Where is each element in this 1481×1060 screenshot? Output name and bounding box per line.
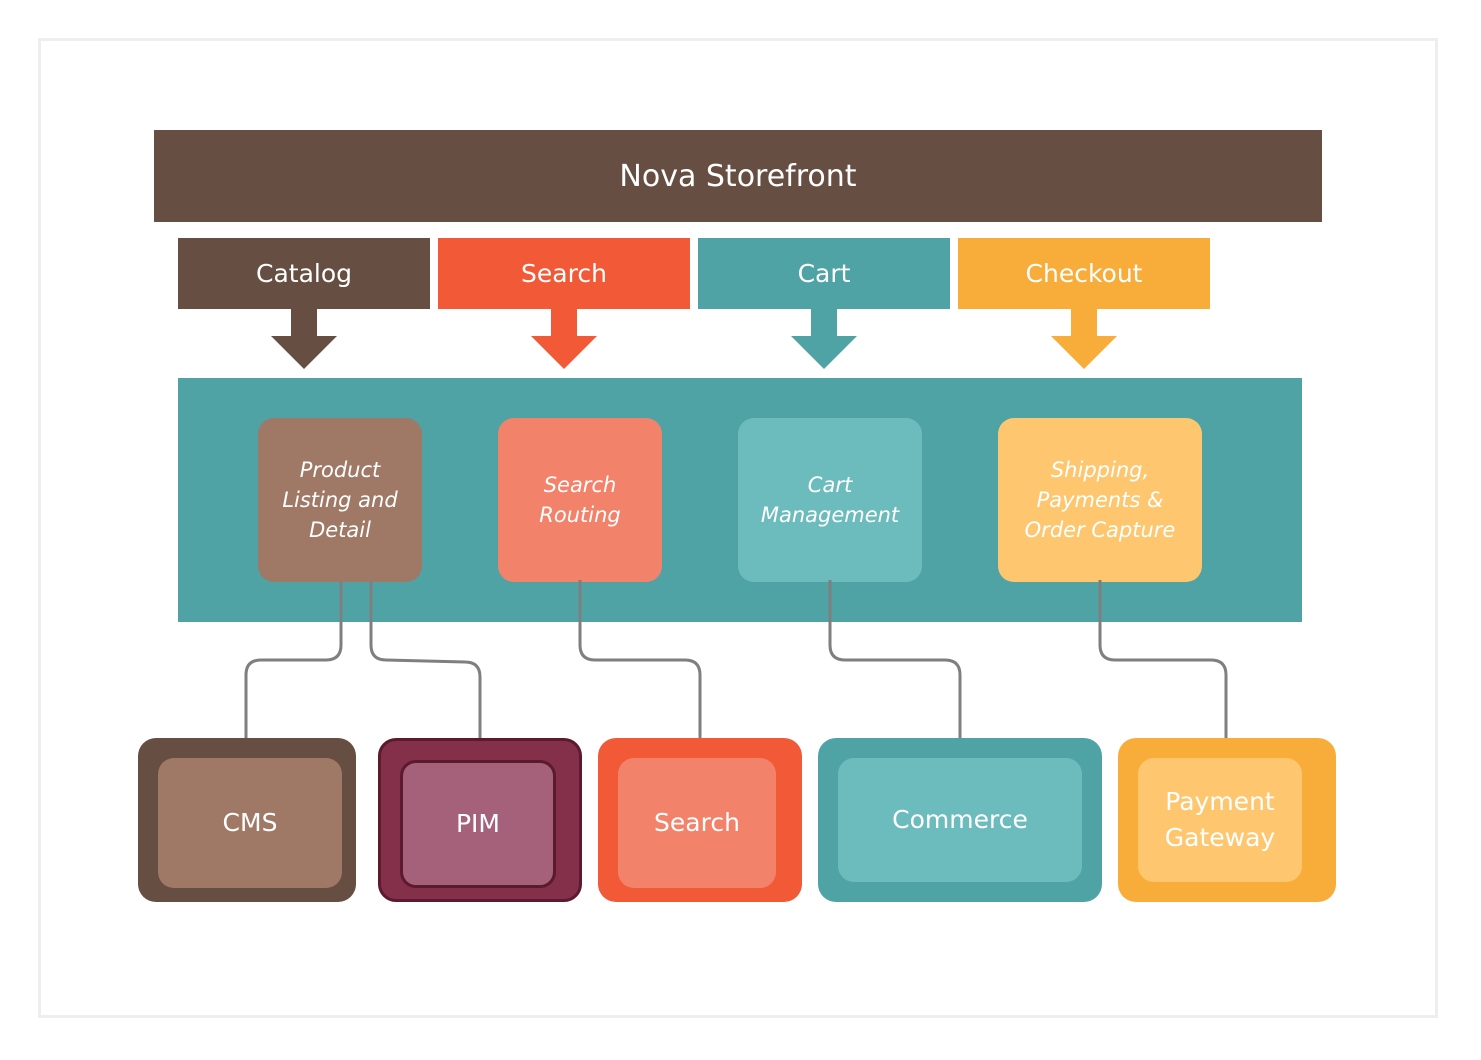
- system-cms: CMS: [138, 738, 356, 902]
- tab-checkout: Checkout: [958, 238, 1210, 309]
- arrow-checkout: [1051, 309, 1117, 369]
- module-cart-management-label: Cart Management: [760, 473, 900, 527]
- connector-product-to-pim: [369, 580, 482, 740]
- system-commerce-label: Commerce: [892, 805, 1028, 834]
- arrow-cart: [791, 309, 857, 369]
- module-shipping-payments-label: Shipping, Payments & Order Capture: [1024, 458, 1176, 542]
- arrow-catalog: [271, 309, 337, 369]
- module-search-routing-label: Search Routing: [539, 473, 621, 527]
- system-search-inner: Search: [618, 758, 776, 888]
- arrow-search: [531, 309, 597, 369]
- tab-cart: Cart: [698, 238, 950, 309]
- system-pim-inner: PIM: [400, 760, 556, 888]
- tab-search-label: Search: [521, 259, 607, 288]
- module-product-listing: Product Listing and Detail: [258, 418, 422, 582]
- connector-search-routing-to-search: [578, 580, 702, 740]
- storefront-title: Nova Storefront: [619, 158, 857, 194]
- tab-checkout-label: Checkout: [1025, 259, 1143, 288]
- system-search: Search: [598, 738, 802, 902]
- module-product-listing-label: Product Listing and Detail: [282, 458, 398, 542]
- system-cms-label: CMS: [222, 808, 278, 837]
- system-commerce-inner: Commerce: [838, 758, 1082, 882]
- connector-checkout-to-payment: [1098, 580, 1228, 740]
- system-pim: PIM: [378, 738, 582, 902]
- system-search-label: Search: [654, 808, 740, 837]
- system-pim-label: PIM: [455, 809, 501, 838]
- system-payment-gateway-label: Payment Gateway: [1164, 787, 1276, 852]
- tab-cart-label: Cart: [797, 259, 851, 288]
- system-payment-gateway: Payment Gateway: [1118, 738, 1336, 902]
- module-search-routing: Search Routing: [498, 418, 662, 582]
- system-commerce: Commerce: [818, 738, 1102, 902]
- module-shipping-payments: Shipping, Payments & Order Capture: [998, 418, 1202, 582]
- tab-catalog-label: Catalog: [255, 259, 352, 288]
- connector-product-to-cms: [244, 580, 343, 740]
- system-payment-gateway-inner: Payment Gateway: [1138, 758, 1302, 882]
- module-cart-management: Cart Management: [738, 418, 922, 582]
- storefront-title-bar: Nova Storefront: [154, 130, 1322, 222]
- tab-search: Search: [438, 238, 690, 309]
- tab-catalog: Catalog: [178, 238, 430, 309]
- system-cms-inner: CMS: [158, 758, 342, 888]
- connector-cart-to-commerce: [828, 580, 962, 740]
